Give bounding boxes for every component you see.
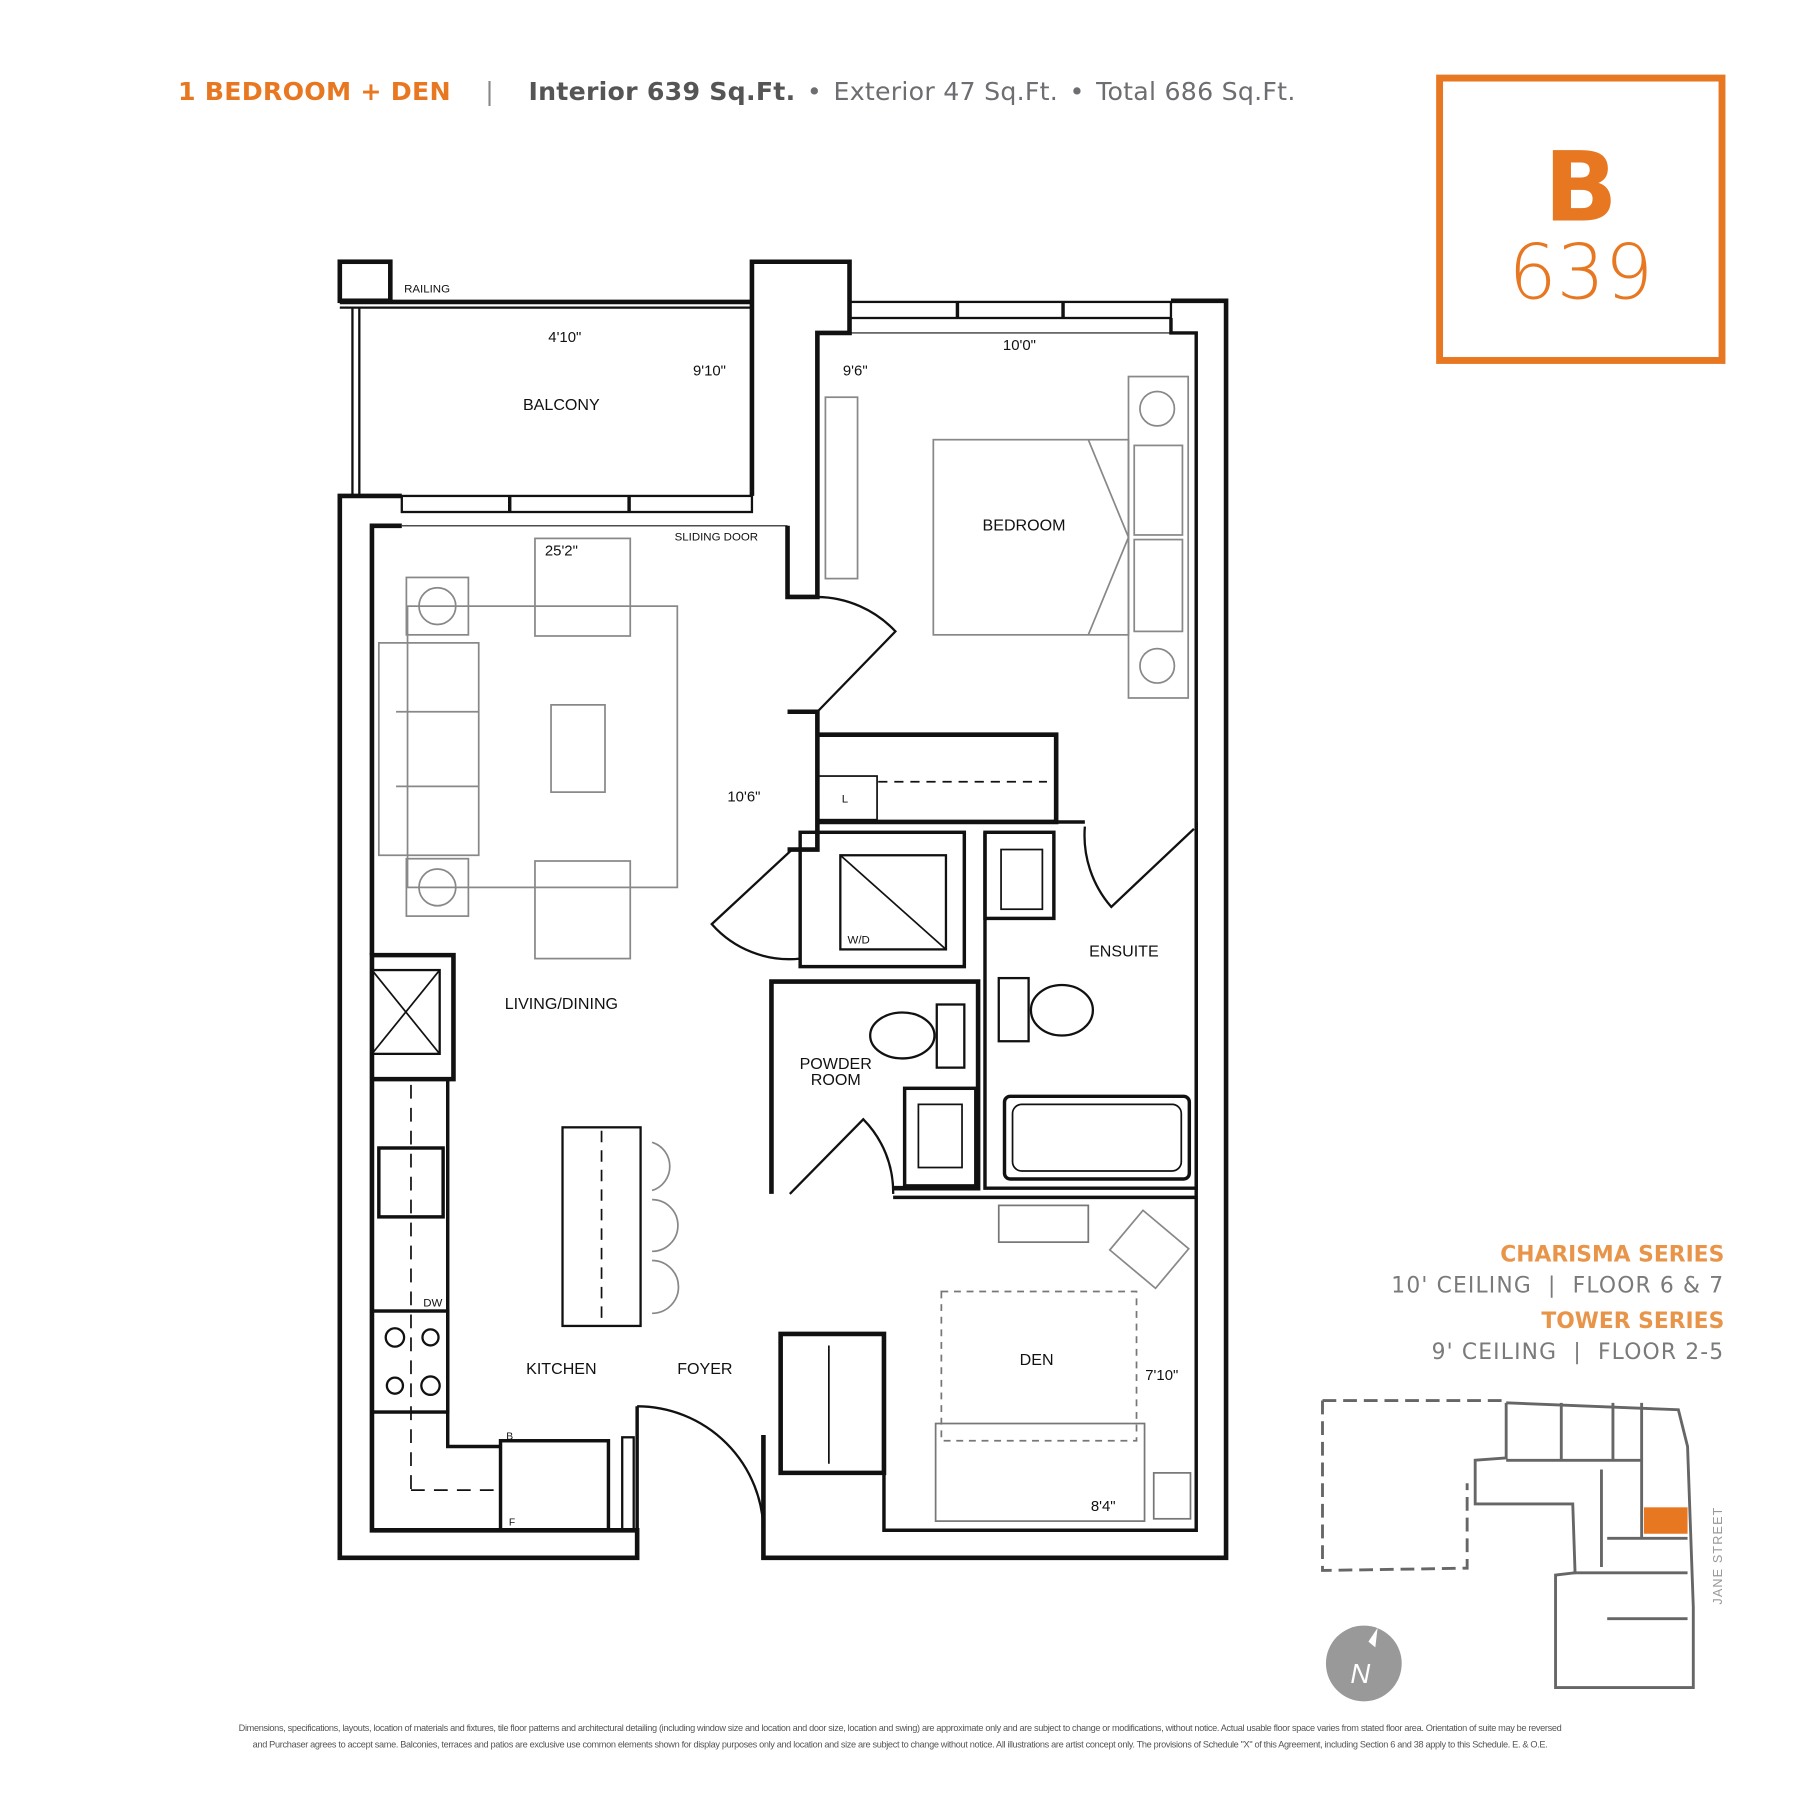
room-foyer: FOYER [677, 1360, 732, 1378]
room-powder-line1: POWDER [800, 1055, 872, 1073]
fridge-label: F [509, 1518, 515, 1529]
dim-living-width: 10'6" [727, 788, 760, 805]
column [370, 968, 441, 1056]
room-bedroom: BEDROOM [983, 516, 1066, 534]
series-block: CHARISMA SERIES 10' CEILING | FLOOR 6 & … [1391, 1242, 1724, 1365]
series-detail: 10' CEILING | FLOOR 6 & 7 [1391, 1273, 1725, 1299]
exterior-area: Exterior 47 Sq.Ft. [833, 78, 1059, 107]
series-title: CHARISMA SERIES [1500, 1242, 1725, 1268]
series-title: TOWER SERIES [1541, 1308, 1725, 1334]
interior-area: Interior 639 Sq.Ft. [528, 78, 796, 107]
room-balcony: BALCONY [523, 396, 600, 414]
rug [406, 605, 679, 889]
desk [824, 396, 859, 580]
highlighted-unit [1643, 1507, 1688, 1534]
dim-den-width: 7'10" [1145, 1367, 1178, 1384]
fridge [498, 1439, 611, 1533]
sofa [377, 642, 480, 857]
dishwasher-label: DW [423, 1297, 442, 1309]
island [561, 1126, 642, 1328]
dim-den-depth: 8'4" [1091, 1498, 1116, 1515]
model-letter: B [1544, 130, 1618, 244]
washer-dryer-label: W/D [848, 935, 870, 947]
disclaimer-line: and Purchaser agrees to accept same. Bal… [252, 1739, 1548, 1750]
bullet: • [1069, 78, 1085, 107]
room-ensuite: ENSUITE [1089, 942, 1159, 960]
disclaimer: Dimensions, specifications, layouts, loc… [69, 1721, 1731, 1753]
railing-post [337, 259, 393, 304]
dim-bedroom-depth: 10'0" [1003, 337, 1036, 354]
north-label: N [1350, 1658, 1370, 1689]
bed [932, 438, 1130, 636]
railing-label: RAILING [404, 284, 450, 296]
sink [377, 1146, 445, 1219]
room-kitchen: KITCHEN [526, 1360, 597, 1378]
unit-type: 1 BEDROOM + DEN [177, 78, 451, 107]
b-label: B [506, 1432, 513, 1443]
sliding-door-label: SLIDING DOOR [675, 532, 758, 544]
north-arrow: N [1325, 1625, 1402, 1702]
dim-bedroom-width: 9'6" [843, 362, 868, 379]
linen-label: L [842, 793, 848, 805]
room-den: DEN [1020, 1351, 1054, 1369]
room-living-dining: LIVING/DINING [505, 995, 618, 1013]
dim-balcony-depth: 4'10" [548, 329, 581, 346]
model-badge: B 639 [1436, 74, 1726, 364]
series-detail: 9' CEILING | FLOOR 2-5 [1431, 1339, 1725, 1365]
header-separator: | [485, 78, 495, 107]
key-plan [1321, 1399, 1695, 1689]
room-powder-line2: ROOM [811, 1071, 861, 1089]
model-size: 639 [1508, 228, 1654, 317]
bullet: • [806, 78, 823, 107]
dim-balcony-width: 9'10" [693, 362, 726, 379]
unit-summary-header: 1 BEDROOM + DEN | Interior 639 Sq.Ft. • Exte… [178, 78, 1296, 107]
disclaimer-line: Dimensions, specifications, layouts, loc… [238, 1723, 1562, 1734]
dim-living-length: 25'2" [545, 543, 578, 560]
street-label: JANE STREET [1711, 1506, 1725, 1604]
coffee-table [550, 704, 606, 793]
total-area: Total 686 Sq.Ft. [1096, 78, 1296, 107]
